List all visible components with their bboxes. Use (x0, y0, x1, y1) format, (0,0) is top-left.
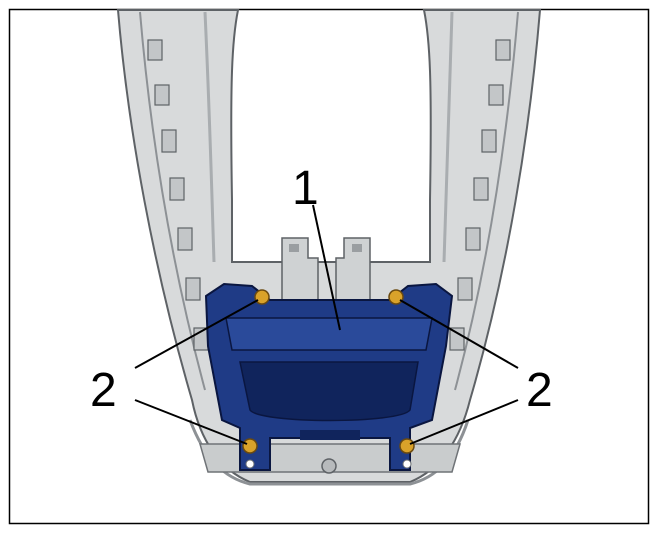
center-screw-socket (321, 458, 337, 474)
fastener-bottom-right (399, 438, 415, 454)
fasteners (242, 289, 415, 469)
fastener-top-left (254, 289, 270, 305)
fastener-top-right (388, 289, 404, 305)
left-clip-column (147, 39, 209, 351)
callout-2-left: 2 (90, 364, 117, 417)
callout-2-right: 2 (526, 364, 553, 417)
right-clip-column (449, 39, 511, 351)
leader-lines (134, 204, 519, 445)
callout-1: 1 (292, 162, 319, 215)
fastener-bottom-left (242, 438, 258, 454)
storage-module (204, 282, 454, 471)
